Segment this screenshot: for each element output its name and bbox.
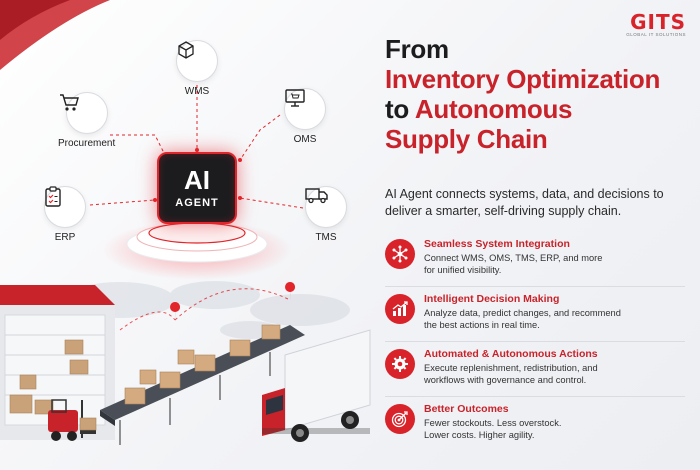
logo-tagline: GLOBAL IT SOLUTIONS	[626, 32, 686, 37]
conveyor	[100, 325, 305, 445]
node-label: TMS	[315, 232, 337, 243]
node-wms: WMS	[176, 40, 218, 97]
node-tms: TMS	[305, 186, 347, 243]
feature-desc: Fewer stockouts. Less overstock.Lower co…	[424, 418, 562, 440]
clipboard-icon	[44, 186, 86, 228]
feature-item: Seamless System Integration Connect WMS,…	[385, 232, 685, 287]
headline: From Inventory Optimization to Autonomou…	[385, 34, 685, 154]
node-procurement: Procurement	[58, 92, 115, 149]
node-label: ERP	[54, 232, 76, 243]
warehouse-boxes	[9, 339, 89, 415]
location-pins	[170, 282, 296, 322]
connector-lines	[89, 85, 304, 209]
forklift	[48, 399, 97, 441]
growth-chart-icon	[385, 294, 415, 324]
conveyor-boxes	[124, 324, 281, 405]
feature-title: Automated & Autonomous Actions	[424, 348, 598, 360]
network-icon	[385, 239, 415, 269]
feature-item: Intelligent Decision Making Analyze data…	[385, 287, 685, 342]
feature-desc: Execute replenishment, redistribution, a…	[424, 363, 598, 385]
feature-title: Better Outcomes	[424, 403, 509, 415]
illustration-graphics	[0, 0, 371, 445]
ai-chip-subtitle: AGENT	[175, 197, 219, 209]
ai-agent-chip: AI AGENT	[157, 152, 237, 224]
node-label: Procurement	[58, 138, 116, 149]
headline-line-3: to Autonomous	[385, 94, 573, 124]
logo-wordmark: GITS	[630, 10, 686, 34]
supply-chain-illustration: WMS Procurement OMS ERP TMS	[0, 0, 371, 445]
monitor-cart-icon	[284, 88, 326, 130]
node-label: WMS	[184, 86, 210, 97]
feature-desc: Analyze data, predict changes, and recom…	[424, 308, 621, 330]
headline-line-2: Inventory Optimization	[385, 64, 661, 94]
feature-title: Seamless System Integration	[424, 238, 570, 250]
headline-line-4: Supply Chain	[385, 124, 548, 154]
feature-item: Automated & Autonomous Actions Execute r…	[385, 342, 685, 397]
feature-item: Better Outcomes Fewer stockouts. Less ov…	[385, 397, 685, 452]
node-erp: ERP	[44, 186, 86, 243]
feature-list: Seamless System Integration Connect WMS,…	[385, 232, 685, 452]
node-label: OMS	[293, 134, 317, 145]
feature-title: Intelligent Decision Making	[424, 293, 560, 305]
delivery-truck	[262, 329, 371, 442]
intro-text: AI Agent connects systems, data, and dec…	[385, 187, 664, 218]
truck-icon	[305, 186, 347, 228]
ai-chip-title: AI	[184, 165, 210, 195]
node-oms: OMS	[284, 88, 326, 145]
headline-line-1: From	[385, 34, 449, 64]
gear-icon	[385, 349, 415, 379]
cart-icon	[60, 92, 108, 134]
headline-autonomous: Autonomous	[414, 94, 573, 124]
target-icon	[385, 404, 415, 434]
brand-logo: GITS GLOBAL IT SOLUTIONS	[626, 10, 686, 37]
box-icon	[176, 40, 218, 82]
